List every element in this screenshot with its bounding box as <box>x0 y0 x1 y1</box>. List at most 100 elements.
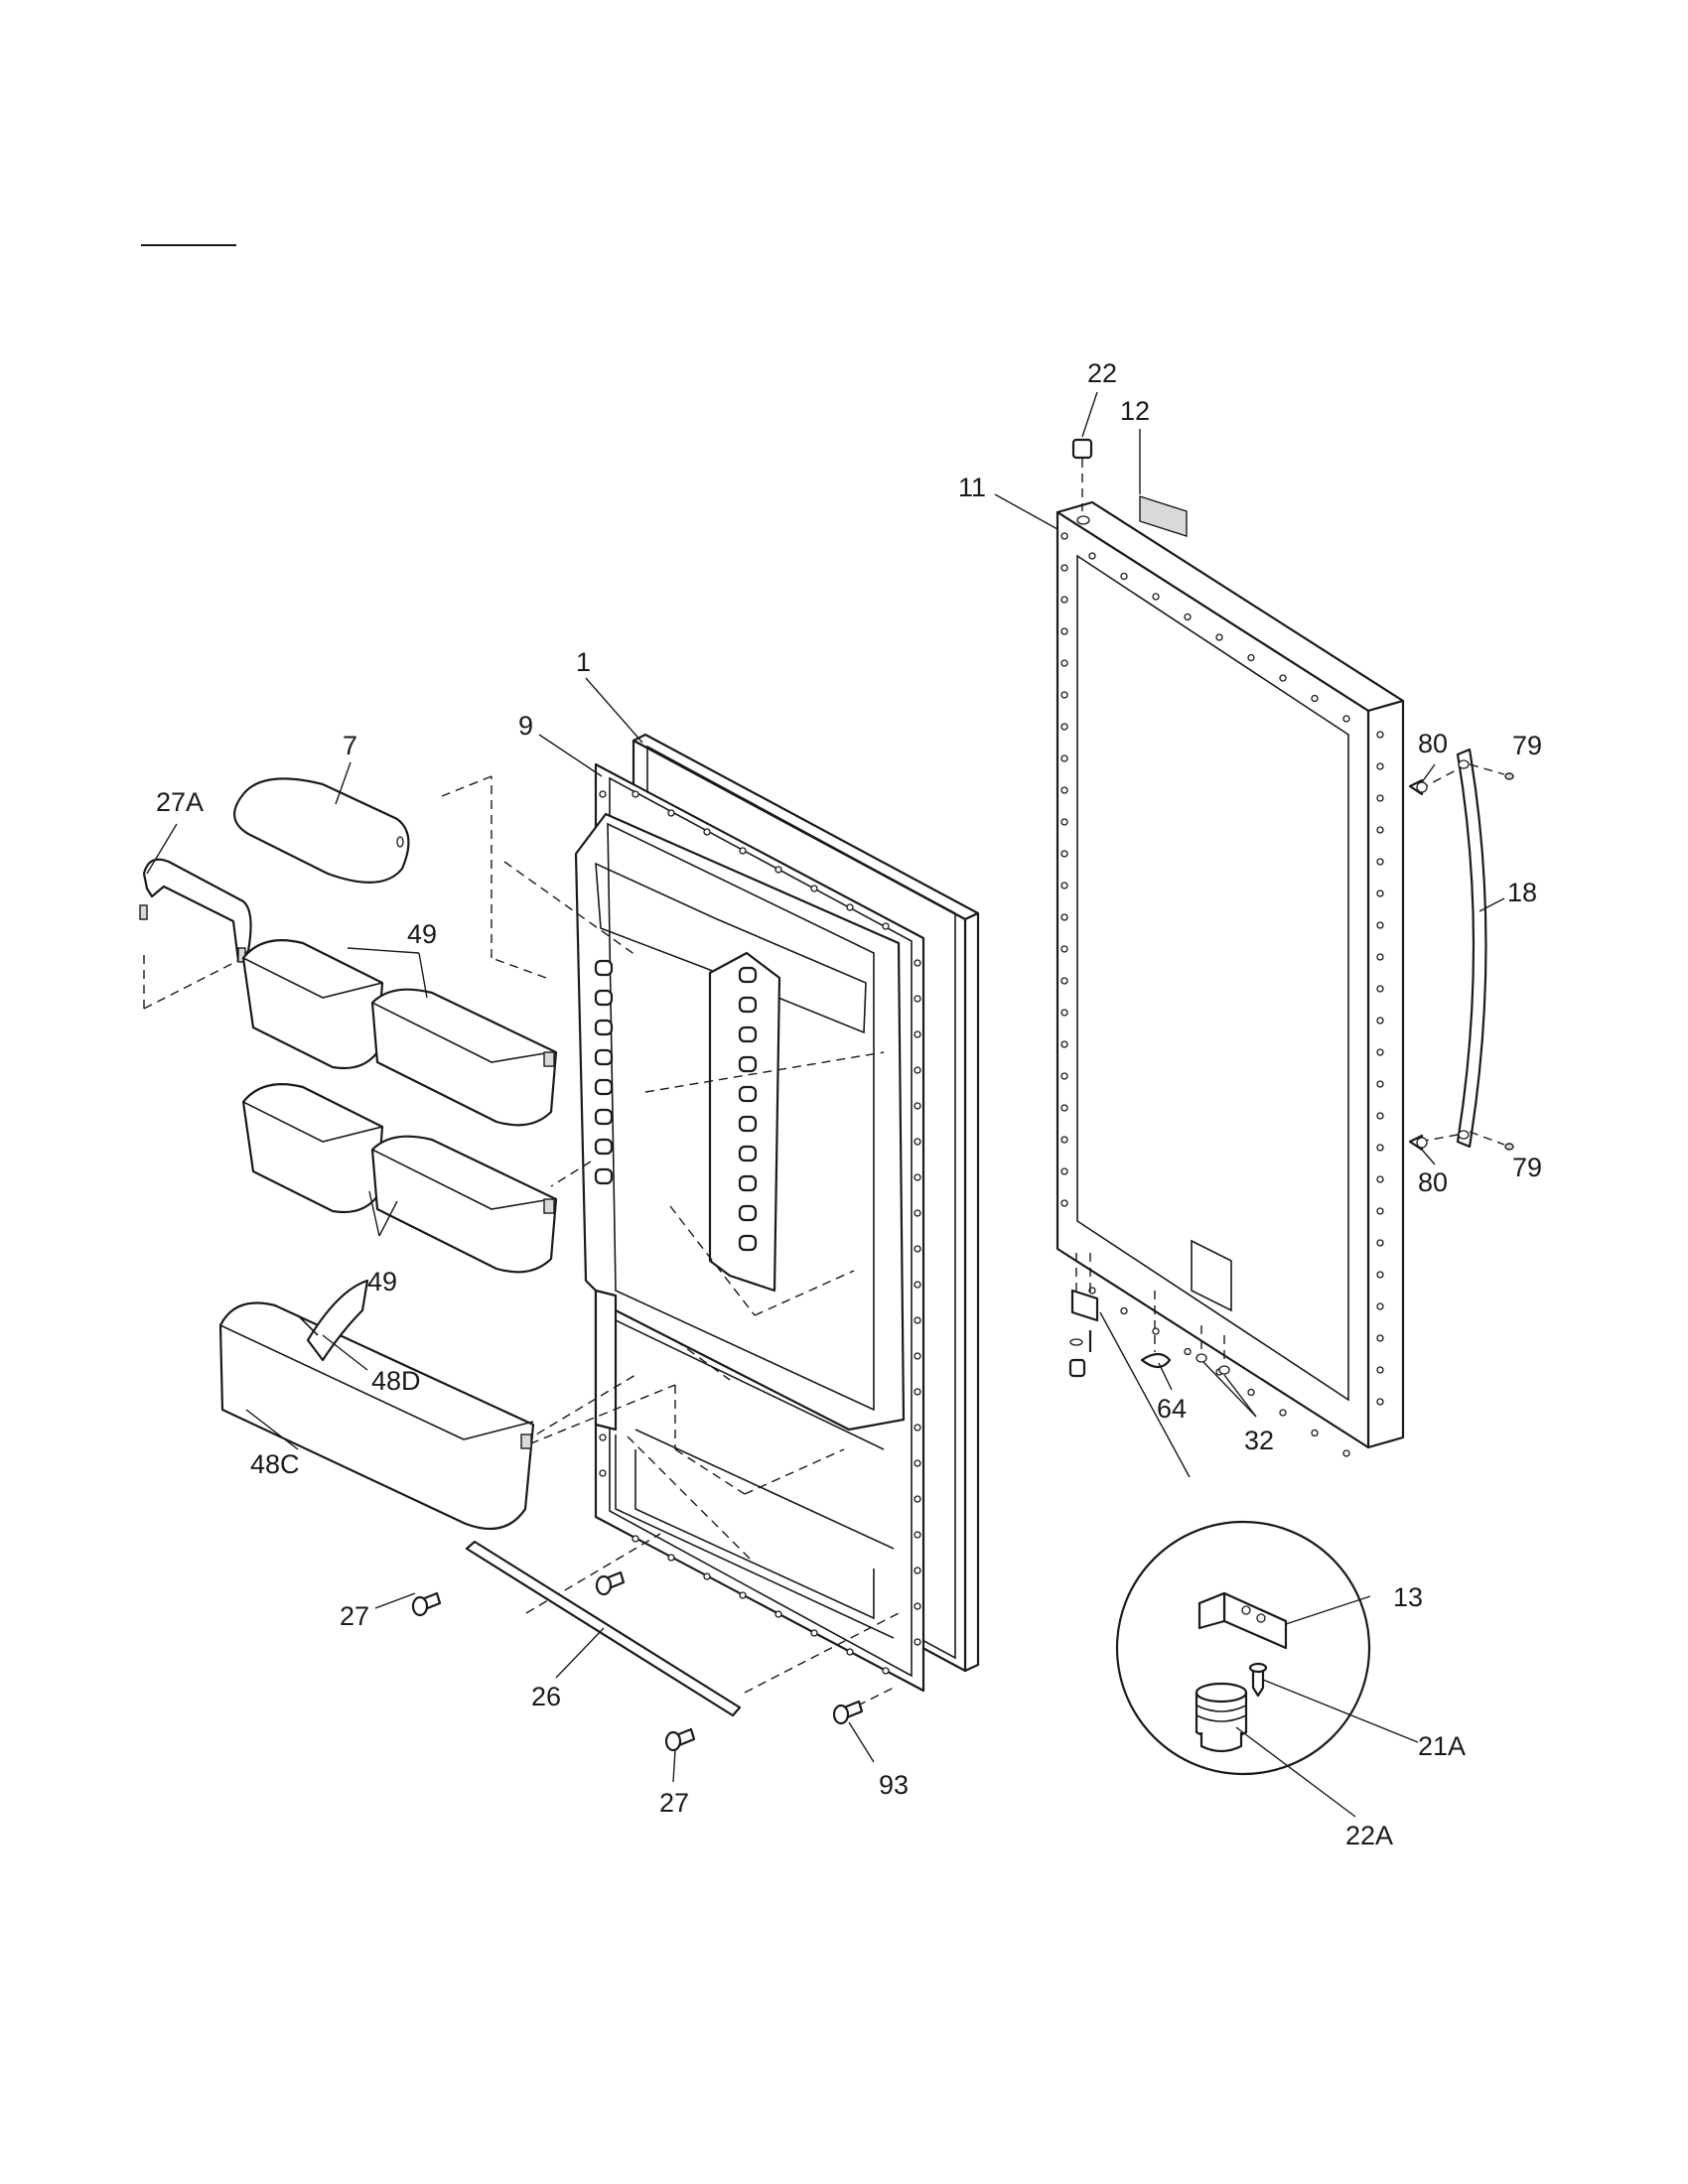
panel-hole <box>1342 1449 1350 1457</box>
hinge-screw <box>1248 1662 1268 1698</box>
shelf-stud <box>594 1048 614 1066</box>
shelf-stud <box>594 989 614 1007</box>
panel-hole <box>1376 1175 1384 1183</box>
callout-93: 93 <box>879 1770 909 1800</box>
callout-48d: 48D <box>371 1366 421 1396</box>
gasket-hole <box>739 1591 747 1599</box>
panel-hole <box>1376 1302 1384 1310</box>
panel-hole <box>1376 985 1384 993</box>
panel-hole <box>1060 1199 1068 1207</box>
gasket-hole <box>599 1433 607 1441</box>
panel-hole <box>1060 1167 1068 1175</box>
panel-hole <box>1060 1040 1068 1048</box>
panel-hole <box>1279 674 1287 682</box>
panel-hole <box>1060 850 1068 858</box>
panel-hole <box>1060 532 1068 540</box>
panel-hole <box>1060 1072 1068 1080</box>
rivet-center <box>595 1570 626 1596</box>
shelf-stud <box>738 1055 758 1073</box>
callout-22: 22 <box>1087 358 1117 388</box>
handle-plug-bottom <box>1504 1143 1514 1151</box>
panel-hole <box>1376 826 1384 834</box>
panel-hole <box>1060 754 1068 762</box>
gasket-hole <box>914 1459 921 1467</box>
gasket-hole <box>914 1567 921 1574</box>
rivet-bottom <box>664 1727 696 1752</box>
trim-screw <box>832 1700 864 1725</box>
gasket-hole <box>914 1245 921 1253</box>
shelf-stud <box>738 1145 758 1162</box>
callout-49-bottom: 49 <box>367 1267 397 1297</box>
gasket-hole <box>914 1531 921 1539</box>
callout-11: 11 <box>958 473 986 502</box>
panel-hole <box>1152 1327 1160 1335</box>
outer-door-panel <box>1055 500 1405 1457</box>
panel-hole <box>1060 1009 1068 1017</box>
shelf-stud <box>738 1025 758 1043</box>
gasket-hole <box>914 1209 921 1217</box>
shim-washers <box>1196 1325 1230 1375</box>
callout-32: 32 <box>1244 1426 1274 1455</box>
top-hinge-bushing <box>1071 438 1093 525</box>
gasket-hole <box>810 1629 818 1637</box>
panel-hole <box>1060 913 1068 921</box>
gasket-hole <box>914 1066 921 1074</box>
door-bin-lower-right <box>370 1135 558 1274</box>
panel-hole <box>1060 627 1068 635</box>
gasket-hole <box>882 1667 890 1675</box>
panel-hole <box>1376 1271 1384 1279</box>
shelf-stud <box>594 1078 614 1096</box>
panel-hole <box>1376 1112 1384 1120</box>
panel-hole <box>1060 564 1068 572</box>
gasket-hole <box>914 1424 921 1432</box>
gasket-hole <box>846 1648 854 1656</box>
callout-13: 13 <box>1393 1582 1423 1612</box>
gasket-hole <box>703 828 711 836</box>
panel-hole <box>1376 1398 1384 1406</box>
panel-hole <box>1060 691 1068 699</box>
panel-hole <box>1060 882 1068 889</box>
gasket-hole <box>703 1572 711 1580</box>
callout-labels: 22 12 11 1 9 7 27A 49 49 80 79 18 80 79 … <box>156 358 1542 1850</box>
gasket-hole <box>914 1138 921 1146</box>
shelf-stud <box>594 959 614 977</box>
gasket-hole <box>914 995 921 1003</box>
panel-hole <box>1376 731 1384 739</box>
panel-hole <box>1279 1409 1287 1417</box>
callout-27-left: 27 <box>340 1601 369 1631</box>
callout-18: 18 <box>1507 878 1537 907</box>
shelf-stud <box>594 1108 614 1126</box>
panel-hole <box>1060 723 1068 731</box>
gasket-hole <box>846 903 854 911</box>
panel-hole <box>1376 1144 1384 1152</box>
gasket-hole <box>914 1316 921 1324</box>
gasket-hole <box>667 809 675 817</box>
callout-22a: 22A <box>1345 1821 1393 1850</box>
dairy-door <box>233 777 410 884</box>
panel-hole <box>1215 633 1223 641</box>
leader-lines <box>146 391 1505 1818</box>
panel-hole <box>1247 653 1255 662</box>
shelf-stud <box>738 1174 758 1192</box>
callout-49-top: 49 <box>407 919 437 949</box>
gasket-hole <box>599 1469 607 1477</box>
gasket-hole <box>914 1281 921 1289</box>
panel-hole <box>1060 818 1068 826</box>
callout-80-top: 80 <box>1418 729 1448 758</box>
callout-79-top: 79 <box>1512 731 1542 760</box>
panel-hole <box>1376 1080 1384 1088</box>
gasket-hole <box>914 1602 921 1610</box>
panel-hole <box>1184 613 1192 621</box>
gasket-hole <box>914 959 921 967</box>
hinge-cutout <box>1191 1239 1232 1312</box>
label-decal <box>1139 495 1188 537</box>
panel-hole <box>1376 889 1384 897</box>
gasket-hole <box>914 1173 921 1181</box>
bottom-hinge-assembly <box>1068 1253 1191 1478</box>
gasket-hole <box>914 1102 921 1110</box>
panel-hole <box>1247 1388 1255 1397</box>
gallon-door-bin <box>218 1301 535 1531</box>
gasket-hole <box>632 790 639 798</box>
gasket-hole <box>914 1638 921 1646</box>
panel-hole <box>1060 786 1068 794</box>
